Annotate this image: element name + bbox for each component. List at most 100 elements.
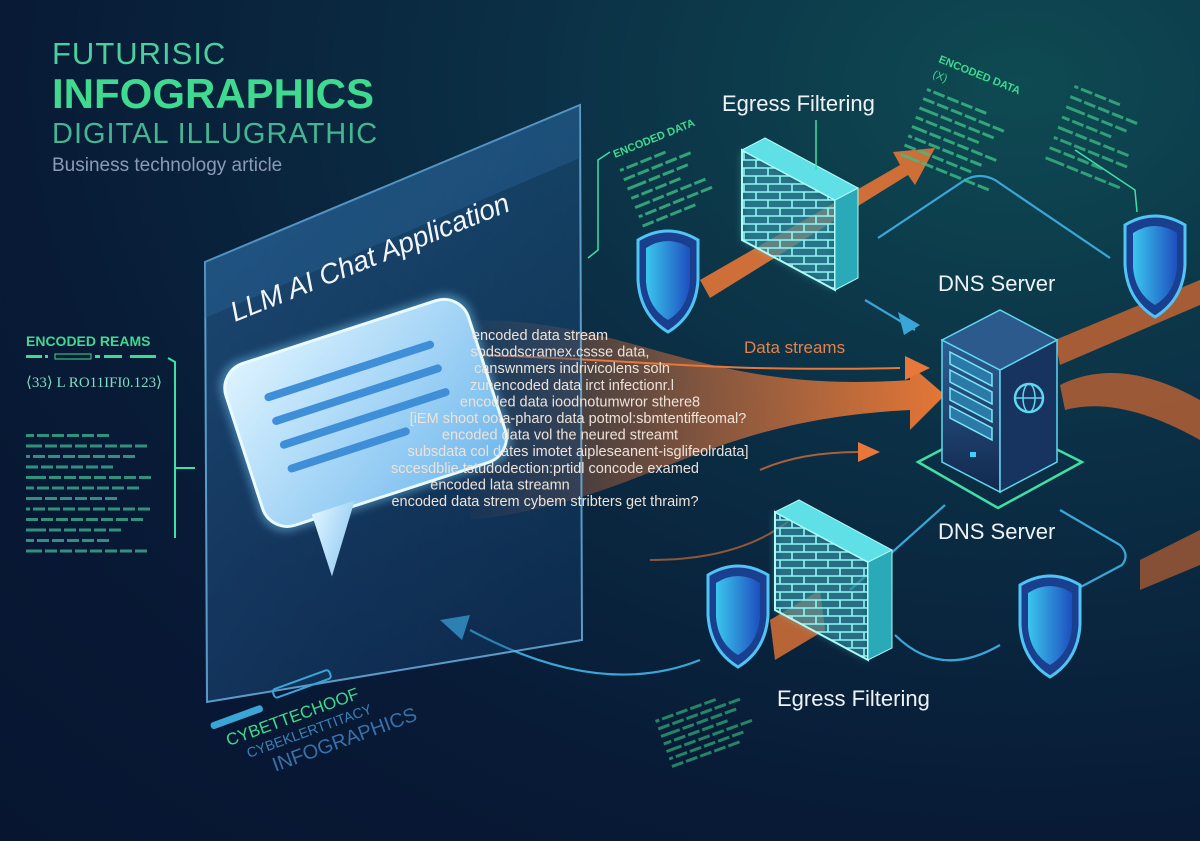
code-dash [45, 444, 57, 448]
code-dash [112, 486, 124, 490]
code-dash [52, 539, 64, 542]
code-dash [630, 193, 640, 200]
encoded-reams-block: ENCODED REAMS ⟨33⟩ L RO11IFI0.123⟩ [26, 333, 195, 553]
code-dash [644, 208, 657, 216]
code-dash [648, 174, 661, 182]
code-dash [970, 149, 983, 157]
code-dash [651, 162, 664, 170]
code-dash [717, 735, 730, 743]
code-dash [37, 539, 49, 542]
code-dash [1101, 155, 1114, 163]
code-dash [1073, 85, 1079, 90]
code-dash [116, 518, 128, 521]
code-dash [45, 497, 57, 500]
code-dash [90, 549, 102, 553]
code-dash [97, 486, 109, 490]
code-dash [639, 156, 653, 164]
stream-line: encoded lata streamn [430, 477, 569, 493]
code-dash [939, 125, 952, 133]
stream-line: zunencoded data irct infectionr.l [470, 378, 674, 394]
code-dash [700, 708, 713, 715]
encoded-lines-bottom [655, 697, 753, 768]
code-dash [56, 518, 68, 521]
code-dash [697, 734, 711, 742]
code-dash [689, 703, 703, 711]
code-dash [726, 724, 739, 731]
code-dash [977, 183, 990, 192]
code-dash [941, 148, 955, 156]
code-dash [26, 507, 30, 511]
code-dash [48, 455, 60, 458]
code-dash [1069, 95, 1083, 103]
egress-filtering-top-label: Egress Filtering [722, 91, 875, 116]
code-dash [672, 197, 685, 205]
code-dash [1080, 170, 1093, 178]
code-dash [78, 455, 90, 458]
code-dash [86, 465, 98, 469]
code-dash [914, 136, 927, 145]
code-dash [641, 220, 655, 228]
code-dash [1075, 132, 1088, 141]
shield-icon [1123, 214, 1187, 319]
code-dash [682, 723, 695, 730]
code-dash [1088, 138, 1102, 146]
code-dash [928, 142, 941, 150]
encoded-data-top-left: ENCODED DATA [612, 117, 713, 228]
code-dash [942, 137, 956, 146]
code-dash [668, 177, 681, 185]
code-dash [1049, 146, 1062, 154]
header-line3: DIGITAL ILLUGRATHIC [52, 118, 379, 150]
code-dash [26, 528, 46, 532]
code-dash [967, 136, 980, 145]
code-dash [1108, 98, 1121, 107]
code-dash [693, 177, 707, 186]
shield-icon [1018, 574, 1082, 679]
code-dash [666, 188, 679, 197]
encoded-reams-title: ENCODED REAMS [26, 333, 150, 349]
code-dash [915, 115, 924, 122]
code-dash [49, 528, 61, 532]
code-dash [1063, 151, 1076, 160]
code-dash [619, 167, 625, 172]
code-dash [93, 455, 105, 458]
code-dash [907, 134, 913, 139]
stream-line: encoded data stream [472, 328, 608, 344]
code-dash [935, 167, 948, 175]
code-dash [1061, 115, 1071, 122]
code-dash [1083, 100, 1096, 109]
code-dash [1116, 149, 1129, 158]
code-dash [1065, 105, 1086, 116]
code-dash [75, 497, 87, 500]
code-dash [67, 434, 79, 437]
code-dash [960, 101, 973, 110]
code-dash [655, 718, 660, 723]
encoded-data-title: ENCODED DATA [937, 54, 1022, 98]
code-dash [683, 739, 697, 747]
code-dash [653, 150, 667, 159]
code-dash [82, 434, 94, 437]
code-dash [689, 745, 702, 753]
code-dash [1094, 93, 1107, 101]
code-dash [724, 707, 737, 715]
code-dash [90, 444, 102, 448]
code-dash [949, 172, 962, 180]
code-dash [968, 126, 981, 134]
code-dash [1066, 165, 1079, 173]
code-dash [33, 507, 45, 511]
code-dash [959, 166, 972, 174]
shield-icon [706, 564, 770, 669]
dns-server-icon [915, 309, 1085, 510]
code-dash [94, 476, 106, 479]
code-dash [105, 497, 117, 500]
code-dash [964, 114, 977, 122]
code-dash [903, 143, 917, 151]
code-dash [1100, 119, 1114, 127]
stream-line: subsdata col dates imotet aipleseanent-i… [408, 444, 749, 460]
code-dash [101, 518, 113, 521]
code-dash [1059, 138, 1073, 146]
code-dash [26, 455, 30, 458]
code-dash [671, 718, 685, 726]
code-dash [105, 444, 117, 448]
code-dash [665, 744, 683, 753]
